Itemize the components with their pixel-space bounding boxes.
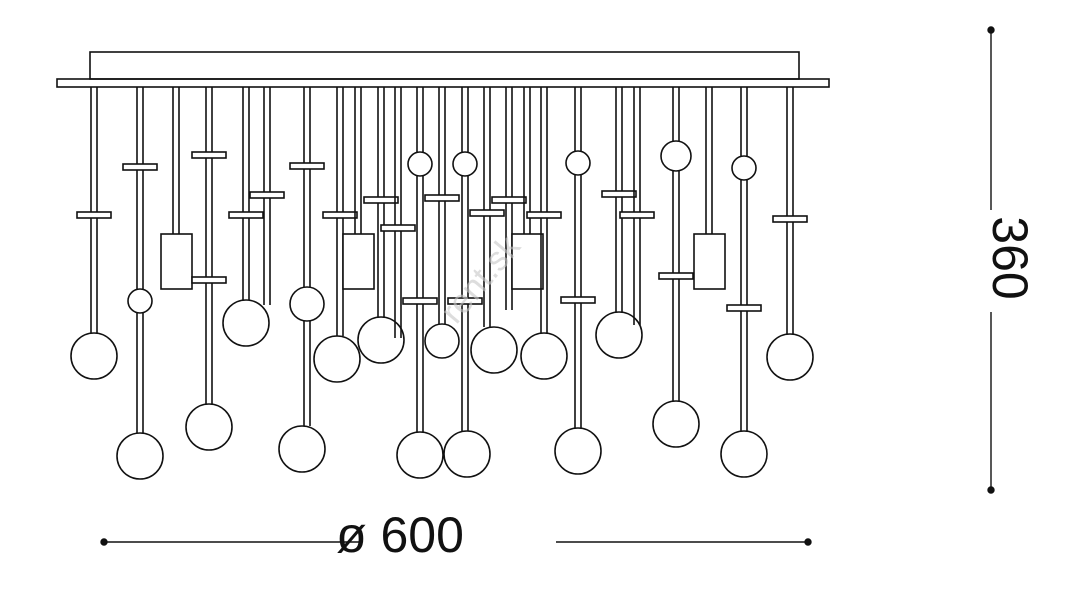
pendant-group: [70, 87, 814, 480]
pendant-globe: [357, 316, 405, 364]
pendant-spacer: [560, 296, 596, 304]
pendant-spacer: [772, 215, 808, 223]
pendant-globe: [313, 335, 361, 383]
pendant-spacer: [726, 304, 762, 312]
pendant-spacer: [619, 211, 655, 219]
pendant-spacer: [658, 272, 694, 280]
lamp-fixture: [56, 51, 830, 480]
pendant-globe: [720, 430, 768, 478]
pendant-spacer: [322, 211, 358, 219]
pendant-driver-box: [511, 233, 544, 290]
ceiling-canopy: [89, 51, 800, 80]
pendant-spacer: [363, 196, 399, 204]
pendant-globe: [443, 430, 491, 478]
pendant-small-globe: [660, 140, 692, 172]
pendant-globe: [185, 403, 233, 451]
pendant-spacer: [289, 162, 325, 170]
pendant-globe: [116, 432, 164, 480]
pendant-small-globe: [565, 150, 591, 176]
pendant-driver-box: [342, 233, 375, 290]
pendant-globe: [766, 333, 814, 381]
pendant-globe: [424, 323, 460, 359]
pendant-spacer: [76, 211, 112, 219]
pendant-spacer: [447, 297, 483, 305]
pendant-spacer: [191, 276, 227, 284]
pendant-globe: [520, 332, 568, 380]
pendant-small-globe: [407, 151, 433, 177]
pendant-globe: [396, 431, 444, 479]
pendant-globe: [652, 400, 700, 448]
height-dimension-label: 360: [982, 216, 1038, 300]
height-dimension-end-bottom: [987, 486, 995, 494]
pendant-spacer: [122, 163, 158, 171]
width-dimension-end-left: [100, 538, 108, 546]
pendant-globe: [278, 425, 326, 473]
pendant-spacer: [402, 297, 438, 305]
pendant-globe: [595, 311, 643, 359]
pendant-small-globe: [127, 288, 153, 314]
width-dimension-label: ø 600: [336, 507, 464, 563]
pendant-driver-box: [693, 233, 726, 290]
pendant-globe: [222, 299, 270, 347]
pendant-small-globe: [289, 286, 325, 322]
pendant-globe: [470, 326, 518, 374]
pendant-spacer: [526, 211, 562, 219]
pendant-spacer: [491, 196, 527, 204]
height-dimension-end-top: [987, 26, 995, 34]
pendant-small-globe: [731, 155, 757, 181]
pendant-globe: [554, 427, 602, 475]
pendant-spacer: [249, 191, 285, 199]
pendant-spacer: [380, 224, 416, 232]
pendant-spacer: [469, 209, 505, 217]
pendant-spacer: [601, 190, 637, 198]
pendant-globe: [70, 332, 118, 380]
width-dimension-end-right: [804, 538, 812, 546]
pendant-driver-box: [160, 233, 193, 290]
pendant-spacer: [191, 151, 227, 159]
pendant-small-globe: [452, 151, 478, 177]
dimension-lines: [100, 26, 995, 546]
mounting-plate: [56, 78, 830, 88]
pendant-spacer: [424, 194, 460, 202]
pendant-spacer: [228, 211, 264, 219]
